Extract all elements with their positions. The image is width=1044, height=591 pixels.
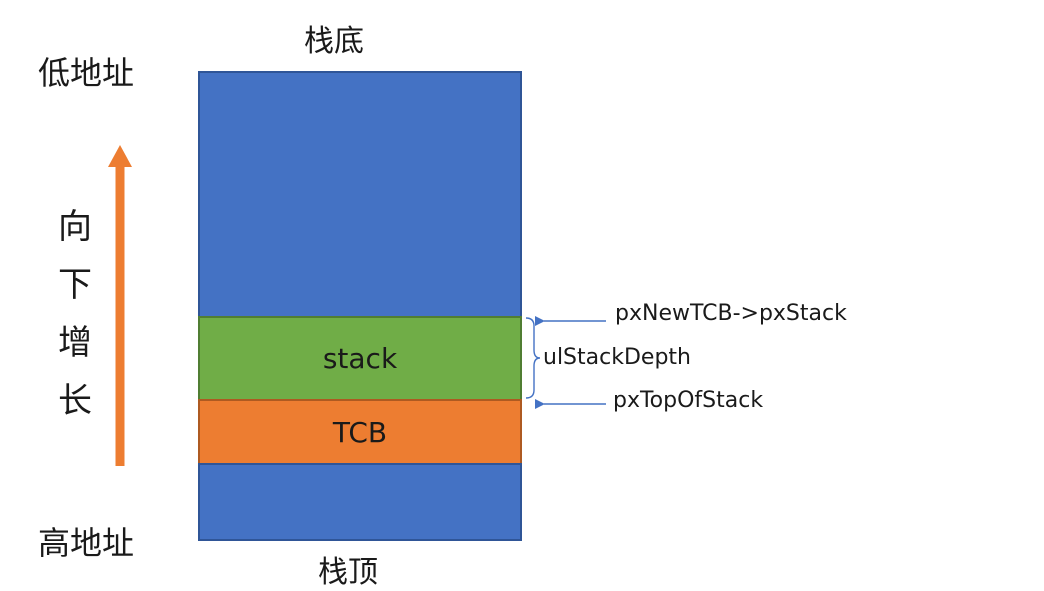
low-address-label: 低地址 bbox=[38, 54, 135, 92]
stack-top-label: 栈顶 bbox=[318, 555, 378, 590]
lower-memory-block bbox=[198, 463, 522, 541]
tcb-block: TCB bbox=[198, 399, 522, 465]
top-of-stack-annotation: pxTopOfStack bbox=[613, 388, 764, 413]
tcb-block-label: TCB bbox=[332, 415, 388, 449]
stack-bottom-label: 栈底 bbox=[304, 24, 364, 59]
depth-brace bbox=[525, 317, 541, 399]
growth-char: 增 bbox=[58, 323, 92, 363]
growth-char: 长 bbox=[58, 381, 92, 421]
stack-block-label: stack bbox=[322, 342, 398, 375]
free-memory-block bbox=[198, 71, 522, 318]
growth-direction-label: 向 下 增 长 bbox=[55, 198, 95, 430]
stack-depth-annotation: ulStackDepth bbox=[543, 345, 691, 370]
growth-char: 下 bbox=[58, 265, 92, 305]
growth-char: 向 bbox=[58, 207, 92, 247]
px-stack-annotation: pxNewTCB->pxStack bbox=[615, 301, 847, 326]
growth-arrow-head bbox=[108, 145, 132, 167]
high-address-label: 高地址 bbox=[38, 524, 135, 562]
stack-block: stack bbox=[198, 316, 522, 401]
